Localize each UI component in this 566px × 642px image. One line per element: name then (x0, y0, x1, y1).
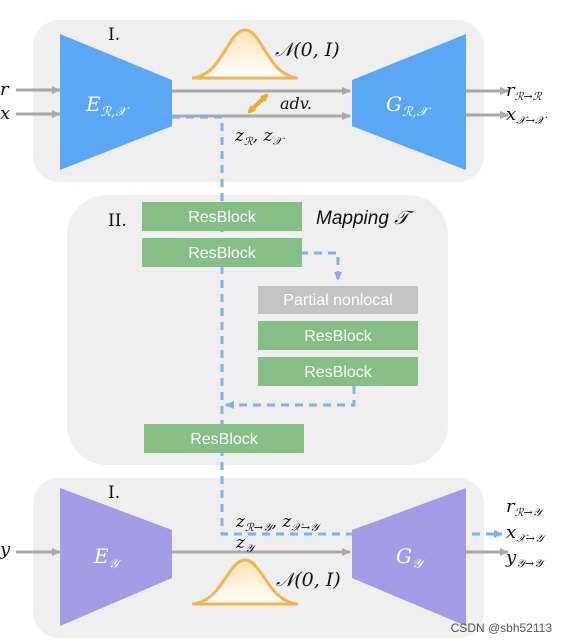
input-x-label: x (0, 103, 10, 124)
middle-panel-label: II. (108, 211, 127, 231)
resblock-4 (258, 357, 418, 386)
encoder-rx (60, 34, 172, 170)
resblock-3-label: ResBlock (304, 328, 373, 345)
input-y-label: y (0, 539, 11, 560)
top-panel-label: I. (108, 25, 120, 45)
encoder-rx-label: Eℛ,𝒳 (85, 92, 130, 120)
resblock-3 (258, 321, 418, 350)
bottom-panel-label: I. (108, 483, 120, 503)
generator-y (352, 488, 466, 626)
resblock-1-label: ResBlock (188, 209, 257, 226)
resblock-5 (144, 424, 304, 453)
dashed-path-encoder-to-mapping (172, 115, 224, 210)
generator-rx-label: Gℛ,𝒳 (386, 92, 431, 120)
partial-nonlocal-block (258, 286, 418, 314)
output-xy-label: x𝒳→𝒴 (506, 522, 547, 545)
mapped-latents-label: zℛ→𝒴, z𝒳→𝒴 (235, 512, 322, 534)
gaussian-curve-bottom (191, 558, 299, 606)
resblock-4-label: ResBlock (304, 364, 373, 381)
resblock-2 (142, 238, 302, 267)
resblock-1 (142, 202, 302, 231)
partial-nonlocal-label: Partial nonlocal (283, 292, 392, 309)
resblock-2-label: ResBlock (188, 245, 257, 262)
watermark: CSDN @sbh52113 (451, 621, 553, 635)
output-x-label: x𝒳→𝒳 (506, 104, 548, 127)
adv-label: adv. (280, 94, 312, 113)
mapping-title: Mapping 𝒯 (316, 208, 414, 229)
encoder-y (60, 488, 172, 626)
prior-label-bottom: 𝒩(0, I) (276, 569, 341, 591)
resblock-5-label: ResBlock (190, 431, 259, 448)
gaussian-curve-top (191, 28, 299, 80)
output-r-label: rℛ→ℛ (506, 80, 543, 103)
output-ry-label: rℛ→𝒴 (506, 496, 545, 519)
dashed-path-branch-return (225, 386, 356, 409)
bottom-panel (33, 478, 484, 638)
generator-rx (352, 34, 466, 170)
prior-label-top: 𝒩(0, I) (275, 39, 340, 61)
output-yy-label: y𝒴→𝒴 (505, 547, 546, 570)
dashed-path-branch-to-nonlocal (300, 251, 342, 281)
adv-double-arrow (247, 93, 269, 114)
input-r-label: r (0, 79, 10, 100)
